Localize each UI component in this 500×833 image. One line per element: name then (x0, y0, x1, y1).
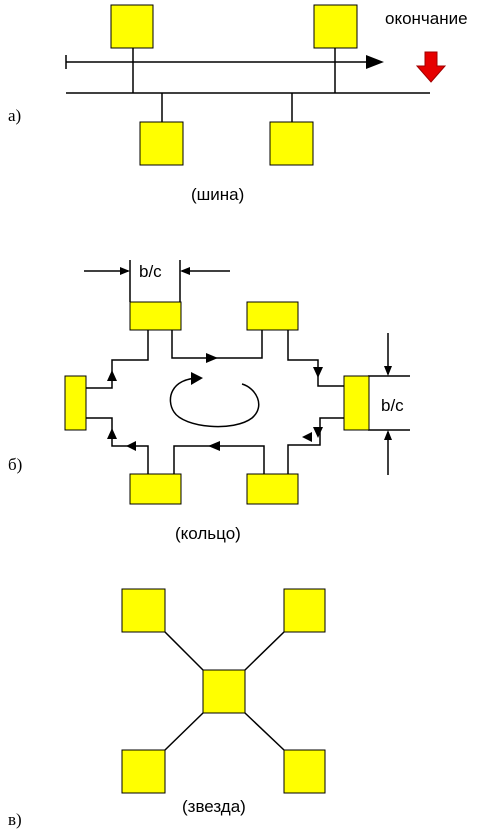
bus-topology: окончание (шина) а) (8, 4, 468, 204)
bus-node-top-right (313, 4, 358, 49)
width-label-right: b/c (381, 396, 404, 415)
ring-marker: б) (8, 455, 22, 474)
ring-direction-arrow (107, 370, 117, 381)
ring-node-top-left (129, 301, 182, 331)
star-link (164, 631, 204, 671)
red-down-arrow-icon (415, 51, 447, 83)
bus-end-label: окончание (385, 9, 468, 28)
ring-wire (171, 330, 263, 359)
star-link (244, 712, 285, 751)
rotation-indicator-arc (169, 377, 260, 428)
star-link (244, 631, 285, 671)
rotation-indicator-arrowhead (191, 372, 203, 385)
star-node-top-right (283, 588, 326, 633)
star-node-bottom-right (283, 749, 326, 794)
bus-direction-arrowhead (366, 55, 384, 69)
ring-direction-arrow (126, 441, 136, 451)
ring-wire (86, 417, 149, 474)
star-caption: (звезда) (182, 797, 246, 816)
star-link (164, 712, 204, 751)
width-label-top: b/c (139, 262, 162, 281)
bus-marker: а) (8, 106, 21, 125)
star-hub (202, 669, 246, 714)
ring-node-top-right (246, 301, 299, 331)
star-topology: (звезда) в) (8, 588, 326, 829)
ring-node-right (343, 375, 370, 431)
height-dimension-arrowhead (384, 430, 392, 440)
ring-node-bottom-right (246, 473, 299, 505)
ring-direction-arrow (313, 367, 323, 378)
ring-direction-arrow (302, 432, 312, 442)
ring-direction-arrow (206, 353, 218, 363)
ring-node-left (64, 375, 87, 431)
ring-topology: b/c b/c (кольцо) (8, 260, 410, 543)
ring-caption: (кольцо) (175, 524, 241, 543)
star-node-top-left (121, 588, 166, 633)
ring-node-bottom-left (129, 473, 182, 505)
bus-caption: (шина) (191, 185, 244, 204)
ring-wire (86, 330, 149, 389)
star-marker: в) (8, 810, 22, 829)
width-dimension-arrowhead (120, 267, 130, 275)
ring-wire (287, 417, 344, 474)
ring-direction-arrow (313, 427, 323, 438)
ring-direction-arrow (107, 428, 117, 439)
bus-node-bottom-left (139, 121, 184, 166)
ring-direction-arrow (208, 441, 220, 451)
star-node-bottom-left (121, 749, 166, 794)
bus-node-top-left (110, 4, 154, 49)
height-dimension-arrowhead (384, 366, 392, 376)
width-dimension-arrowhead (180, 267, 190, 275)
ring-wire (287, 330, 344, 387)
bus-node-bottom-right (269, 121, 314, 166)
